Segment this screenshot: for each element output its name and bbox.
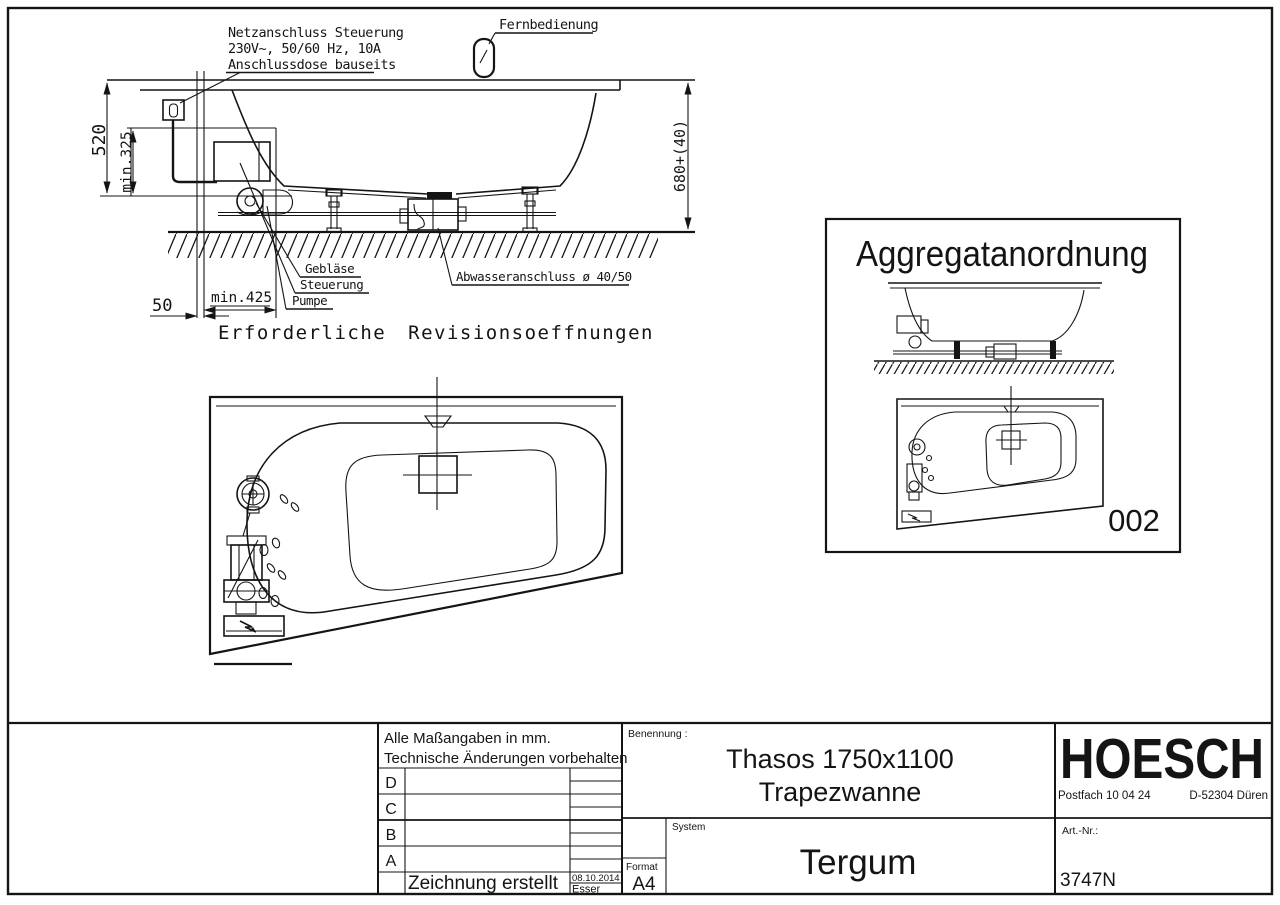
remote-control-icon [472,37,496,79]
dim-min325: min.325 [119,130,137,194]
equipment-group [213,141,294,216]
geblaese-label: Gebläse [305,261,354,276]
dim-min325-label: min.325 [119,131,135,192]
benennung-label: Benennung : [628,728,688,740]
artnr-value: 3747N [1060,870,1116,891]
power-cable [171,120,217,184]
dim-50-label: 50 [152,296,172,316]
system-value: Tergum [800,843,917,882]
brand-postfach: Postfach 10 04 24 [1058,790,1151,802]
abwasser-callout: Abwasseranschluss ø 40/50 [437,227,632,286]
fernbedienung-callout: Fernbedienung [488,17,599,45]
floor-hatching [168,233,658,258]
format-value: A4 [632,874,656,895]
benennung-line2: Trapezwanne [759,777,922,807]
note-line2: Technische Änderungen vorbehalten [384,750,628,767]
dim-680: 680+(40) [671,82,692,230]
dim-520: 520 [89,82,111,194]
aggregat-number: 002 [1108,503,1160,538]
revision-row-c: C [385,801,397,818]
netzanschluss-line1: Netzanschluss Steuerung [228,25,403,41]
brand-logo: HOESCH Postfach 10 04 24 D-52304 Düren [1058,727,1268,802]
revision-note: Erforderliche Revisionsoeffnungen [218,322,654,344]
steuerung-label: Steuerung [300,277,363,292]
revision-row-a: A [386,853,397,870]
air-jets [258,494,300,608]
created-date: 08.10.2014 [572,873,620,884]
fernbedienung-label: Fernbedienung [499,17,598,33]
brand-name: HOESCH [1060,727,1264,791]
netzanschluss-line2: 230V~, 50/60 Hz, 10A [228,41,381,57]
aggregat-box: Aggregatanordnung [824,217,1182,554]
revision-row-b: B [386,827,397,844]
adjustable-foot [522,187,538,233]
steuerung-callout: Steuerung [239,162,369,294]
dim-min425: min.425 [203,290,277,314]
dim-680-label: 680+(40) [671,120,689,192]
adjustable-foot [326,189,342,233]
system-label: System [672,822,705,833]
plan-view [208,377,624,666]
sheet-border [6,6,1274,896]
created-label: Zeichnung erstellt [408,873,559,894]
dim-min425-label: min.425 [211,290,272,306]
netzanschluss-callout: Netzanschluss Steuerung 230V~, 50/60 Hz,… [179,25,404,104]
pumpe-label: Pumpe [292,293,327,308]
electrical-box-icon [223,615,285,637]
benennung-line1: Thasos 1750x1100 [726,744,954,774]
drain-trap [399,192,467,231]
aggregat-title: Aggregatanordnung [856,233,1148,274]
side-view: 520 min.325 680+(40) 50 min.425 Netzansc… [89,17,695,320]
artnr-label: Art.-Nr.: [1062,825,1098,837]
aggregat-plan-view [896,386,1104,530]
title-block: Alle Maßangaben in mm. Technische Änderu… [8,721,1272,896]
overflow-plan [423,415,453,428]
pump-plan [223,535,270,615]
brand-city: D-52304 Düren [1189,790,1268,802]
abwasser-label: Abwasseranschluss ø 40/50 [456,269,632,284]
drain-plan [403,377,472,510]
dim-520-label: 520 [89,124,110,157]
geblaese-callout: Gebläse [255,202,361,278]
dim-50: 50 [150,296,229,320]
format-label: Format [626,862,658,873]
aggregat-side-view [874,282,1114,374]
pumpe-callout: Pumpe [266,205,333,310]
basin-outline [246,422,607,614]
revision-row-d: D [385,775,397,792]
note-line1: Alle Maßangaben in mm. [384,730,551,747]
basin-floor-outline [345,449,558,591]
blower-plan [236,475,270,537]
created-by: Esser [572,884,600,896]
netzanschluss-line3: Anschlussdose bauseits [228,57,396,73]
